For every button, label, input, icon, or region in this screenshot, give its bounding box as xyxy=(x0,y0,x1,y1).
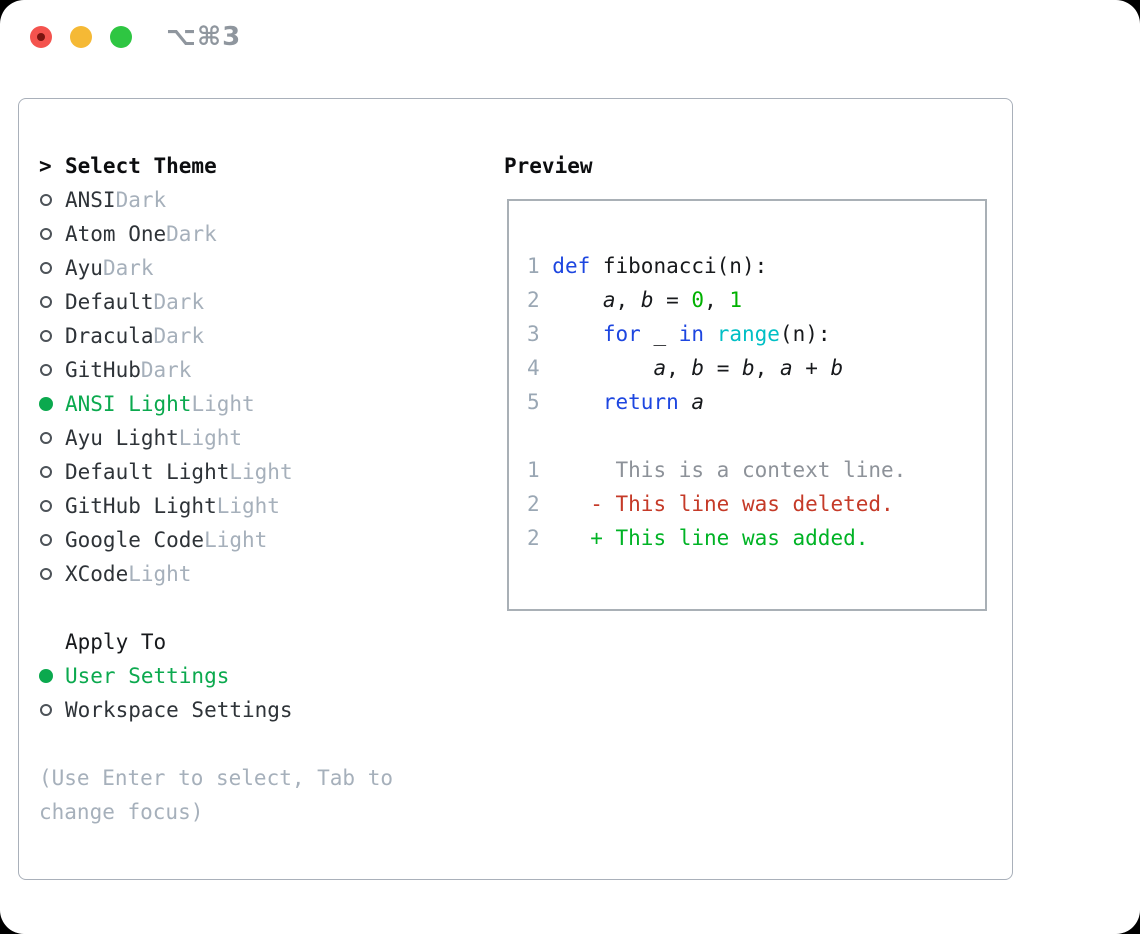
option-label: User Settings xyxy=(65,664,230,688)
theme-list-title: Select Theme xyxy=(65,154,217,178)
radio-icon xyxy=(40,568,52,580)
radio-icon xyxy=(40,296,52,308)
radio-icon xyxy=(40,330,52,342)
window-shortcut: ⌥⌘3 xyxy=(166,22,242,52)
theme-option[interactable]: Default Dark xyxy=(39,285,459,319)
code-preview: 1 def fibonacci(n): 2 a, b = 0, 1 3 for _ … xyxy=(509,201,985,555)
keyboard-hint: (Use Enter to select, Tab to change focu… xyxy=(39,766,394,824)
code-line: 4 a, b = b, a + b xyxy=(527,356,844,380)
option-variant-label: Light xyxy=(216,494,280,518)
option-label: Default xyxy=(65,290,154,314)
option-variant-label: Dark xyxy=(115,188,167,212)
radio-icon xyxy=(40,500,52,512)
preview-pane: 1 def fibonacci(n): 2 a, b = 0, 1 3 for _ … xyxy=(507,199,987,611)
option-variant-label: Dark xyxy=(153,290,205,314)
radio-icon xyxy=(40,194,52,206)
radio-selected-icon xyxy=(39,397,53,411)
theme-option[interactable]: GitHub Light Light xyxy=(39,489,459,523)
window-titlebar: ⌥⌘3 xyxy=(0,0,1140,74)
list-gap xyxy=(39,591,459,625)
theme-option[interactable]: GitHub Dark xyxy=(39,353,459,387)
code-line: 2 + This line was added. xyxy=(527,526,869,550)
option-variant-label: Light xyxy=(229,460,293,484)
minimize-button[interactable] xyxy=(70,26,92,48)
theme-option[interactable]: ANSI Dark xyxy=(39,183,459,217)
radio-icon xyxy=(40,534,52,546)
option-label: ANSI Light xyxy=(65,392,192,416)
option-label: Ayu xyxy=(65,256,103,280)
code-blank-line xyxy=(527,419,985,453)
theme-option[interactable]: Atom One Dark xyxy=(39,217,459,251)
radio-icon xyxy=(40,704,52,716)
theme-option[interactable]: Ayu Dark xyxy=(39,251,459,285)
apply-to-header: Apply To xyxy=(39,625,459,659)
theme-option[interactable]: Ayu Light Light xyxy=(39,421,459,455)
apply-to-title: Apply To xyxy=(65,630,167,654)
option-variant-label: Light xyxy=(128,562,192,586)
list-gap xyxy=(39,727,459,761)
code-line: 1 This is a context line. xyxy=(527,458,907,482)
theme-option[interactable]: ANSI Light Light xyxy=(39,387,459,421)
radio-icon xyxy=(40,432,52,444)
code-line: 3 for _ in range(n): xyxy=(527,322,831,346)
code-line: 2 a, b = 0, 1 xyxy=(527,288,743,312)
option-variant-label: Dark xyxy=(102,256,154,280)
radio-icon xyxy=(40,466,52,478)
option-variant-label: Light xyxy=(178,426,243,450)
theme-list-header: > Select Theme xyxy=(39,149,459,183)
code-line: 5 return a xyxy=(527,390,705,414)
option-variant-label: Light xyxy=(191,392,255,416)
option-variant-label: Dark xyxy=(140,358,192,382)
option-label: ANSI xyxy=(65,188,116,212)
option-label: Workspace Settings xyxy=(65,698,293,722)
theme-option[interactable]: Google Code Light xyxy=(39,523,459,557)
theme-option[interactable]: Dracula Dark xyxy=(39,319,459,353)
zoom-button[interactable] xyxy=(110,26,132,48)
focus-caret-icon: > xyxy=(39,154,52,178)
option-label: Dracula xyxy=(65,324,154,348)
code-line: 2 - This line was deleted. xyxy=(527,492,894,516)
option-variant-label: Dark xyxy=(153,324,205,348)
option-label: Ayu Light xyxy=(65,426,179,450)
code-line: 1 def fibonacci(n): xyxy=(527,254,768,278)
option-label: Google Code xyxy=(65,528,205,552)
option-label: Atom One xyxy=(65,222,167,246)
theme-option[interactable]: XCode Light xyxy=(39,557,459,591)
theme-option[interactable]: Default Light Light xyxy=(39,455,459,489)
close-button[interactable] xyxy=(30,26,52,48)
option-variant-label: Dark xyxy=(166,222,217,246)
option-label: Default Light xyxy=(65,460,230,484)
apply-to-option[interactable]: Workspace Settings xyxy=(39,693,459,727)
apply-to-option[interactable]: User Settings xyxy=(39,659,459,693)
option-variant-label: Light xyxy=(204,528,268,552)
radio-icon xyxy=(40,262,52,274)
option-label: GitHub xyxy=(65,358,141,382)
option-label: GitHub Light xyxy=(65,494,217,518)
option-label: XCode xyxy=(65,562,129,586)
radio-icon xyxy=(40,228,52,240)
radio-icon xyxy=(40,364,52,376)
radio-selected-icon xyxy=(39,669,53,683)
preview-title: Preview xyxy=(504,154,593,178)
